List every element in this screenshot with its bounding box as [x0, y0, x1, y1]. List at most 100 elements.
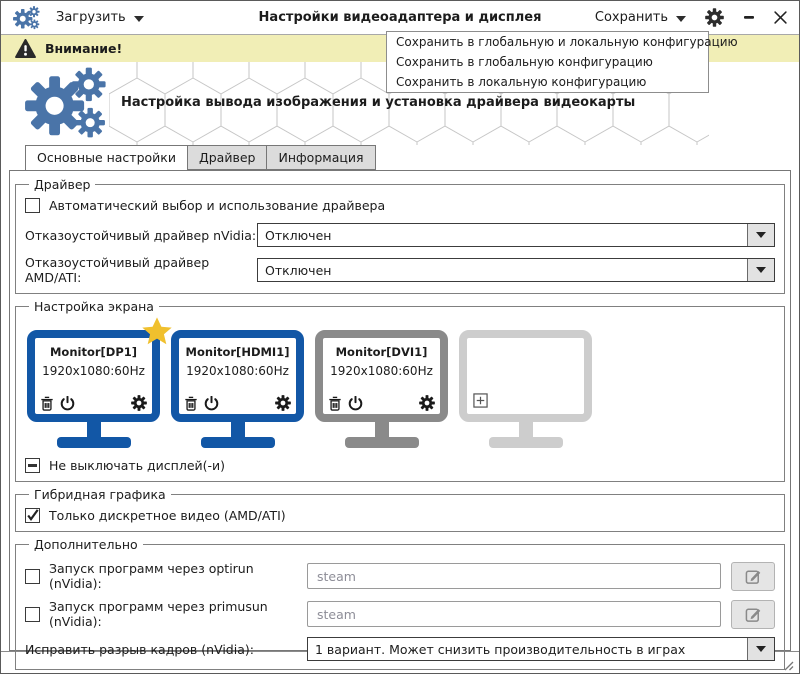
primusun-edit-button[interactable] [731, 599, 775, 629]
driver-group-legend: Драйвер [34, 177, 91, 192]
monitor-stand [518, 422, 533, 437]
monitor-dp1[interactable]: Monitor[DP1] 1920x1080:60Hz [27, 317, 172, 448]
monitor-stand [86, 422, 101, 437]
screen-group: Настройка экрана Monitor[DP1] 1920x1080:… [15, 299, 785, 482]
monitor-hdmi1[interactable]: Monitor[HDMI1] 1920x1080:60Hz [171, 330, 304, 448]
trash-icon[interactable] [40, 396, 54, 411]
gear-icon[interactable] [419, 395, 435, 411]
monitor-name: Monitor[HDMI1] [185, 345, 290, 359]
optirun-checkbox[interactable]: Запуск программ через optirun (nVidia): [25, 561, 307, 591]
tab-main-settings[interactable]: Основные настройки [25, 145, 188, 171]
hybrid-group: Гибридная графика Только дискретное виде… [15, 487, 785, 532]
primusun-input[interactable] [307, 601, 721, 627]
titlebar: Загрузить Настройки видеоадаптера и дисп… [1, 1, 799, 35]
tearing-fix-value: 1 вариант. Может снизить производительно… [315, 642, 686, 657]
monitor-stand [230, 422, 245, 437]
monitor-empty-slot[interactable] [459, 330, 592, 448]
add-monitor-plus-icon[interactable] [473, 393, 488, 408]
trash-icon[interactable] [328, 396, 342, 411]
amd-failsafe-label: Отказоустойчивый драйвер AMD/ATI: [25, 255, 210, 285]
gears-logo [23, 67, 109, 144]
dropdown-arrow-button[interactable] [747, 224, 774, 246]
warning-text: Внимание! [45, 41, 123, 56]
gear-icon[interactable] [275, 395, 291, 411]
titlebar-right: Сохранить [595, 8, 787, 27]
tearing-fix-label: Исправить разрыв кадров (nVidia): [25, 641, 254, 657]
monitor-mode: 1920x1080:60Hz [42, 364, 145, 378]
checkbox-box [25, 606, 40, 622]
menu-item-save-global[interactable]: Сохранить в глобальную конфигурацию [396, 55, 653, 69]
load-button-label: Загрузить [56, 10, 126, 25]
nvidia-failsafe-select[interactable]: Отключен [257, 223, 775, 247]
discrete-only-checkbox[interactable]: Только дискретное видео (AMD/ATI) [25, 508, 775, 523]
menu-item-save-global-and-local[interactable]: Сохранить в глобальную и локальную конфи… [396, 35, 738, 49]
discrete-only-label: Только дискретное видео (AMD/ATI) [49, 508, 286, 523]
save-button[interactable]: Сохранить [595, 10, 686, 25]
save-button-label: Сохранить [594, 10, 668, 25]
close-button[interactable] [774, 11, 787, 24]
menu-item-save-local[interactable]: Сохранить в локальную конфигурацию [396, 75, 647, 89]
chevron-down-icon [133, 15, 144, 22]
nvidia-failsafe-value: Отключен [265, 228, 332, 243]
checkbox-box-indeterminate [25, 458, 40, 473]
driver-group: Драйвер Автоматический выбор и использов… [15, 177, 785, 294]
app-logo-icon [13, 6, 40, 30]
primary-star-icon [141, 316, 173, 352]
gear-icon[interactable] [131, 395, 147, 411]
chevron-down-icon [756, 646, 766, 652]
primusun-label: Запуск программ через primusun (nVidia): [49, 599, 268, 629]
checkbox-box [25, 568, 40, 584]
monitor-screen: Monitor[DVI1] 1920x1080:60Hz [315, 330, 448, 422]
keep-displays-on-checkbox[interactable]: Не выключать дисплей(-и) [25, 458, 775, 473]
pencil-icon [745, 568, 762, 585]
monitor-stand [374, 422, 389, 437]
chevron-down-icon [756, 232, 766, 238]
monitor-name: Monitor[DP1] [49, 345, 138, 359]
monitor-base [344, 437, 419, 448]
optirun-edit-button[interactable] [731, 561, 775, 591]
checkbox-box [25, 198, 40, 213]
monitor-name: Monitor[DVI1] [335, 345, 428, 359]
tearing-fix-select[interactable]: 1 вариант. Может снизить производительно… [307, 637, 775, 661]
load-button[interactable]: Загрузить [56, 10, 144, 25]
tab-information[interactable]: Информация [266, 145, 376, 170]
tab-bar: Основные настройки Драйвер Информация [1, 145, 799, 171]
dropdown-arrow-button[interactable] [747, 638, 774, 660]
monitor-dvi1[interactable]: Monitor[DVI1] 1920x1080:60Hz [315, 330, 448, 448]
monitor-base [56, 437, 131, 448]
auto-driver-label: Автоматический выбор и использование дра… [49, 198, 386, 213]
monitor-mode: 1920x1080:60Hz [186, 364, 289, 378]
settings-gear-button[interactable] [705, 8, 724, 27]
save-dropdown-menu: Сохранить в глобальную и локальную конфи… [386, 31, 738, 93]
optirun-input[interactable] [307, 563, 721, 589]
minimize-button[interactable] [743, 12, 755, 24]
power-icon[interactable] [60, 395, 75, 411]
monitor-base [200, 437, 275, 448]
hybrid-group-legend: Гибридная графика [34, 487, 166, 502]
monitor-screen: Monitor[HDMI1] 1920x1080:60Hz [171, 330, 304, 422]
monitor-mode: 1920x1080:60Hz [330, 364, 433, 378]
monitor-row: Monitor[DP1] 1920x1080:60Hz [25, 317, 775, 448]
monitor-screen: Monitor[DP1] 1920x1080:60Hz [27, 330, 160, 422]
tab-driver[interactable]: Драйвер [186, 145, 268, 170]
resize-grip[interactable] [781, 658, 795, 672]
dropdown-arrow-button[interactable] [747, 259, 774, 281]
page-subtitle: Настройка вывода изображения и установка… [121, 95, 636, 110]
extra-group: Дополнительно Запуск программ через opti… [15, 537, 785, 670]
screen-group-legend: Настройка экрана [34, 299, 154, 314]
amd-failsafe-select[interactable]: Отключен [257, 258, 775, 282]
optirun-label: Запуск программ через optirun (nVidia): [49, 561, 254, 591]
power-icon[interactable] [348, 395, 363, 411]
extra-group-legend: Дополнительно [34, 537, 138, 552]
monitor-screen [459, 330, 592, 422]
chevron-down-icon [756, 267, 766, 273]
chevron-down-icon [676, 15, 686, 22]
primusun-checkbox[interactable]: Запуск программ через primusun (nVidia): [25, 599, 307, 629]
power-icon[interactable] [204, 395, 219, 411]
amd-failsafe-value: Отключен [265, 263, 332, 278]
monitor-base [488, 437, 563, 448]
warning-triangle-icon [15, 39, 36, 58]
nvidia-failsafe-label: Отказоустойчивый драйвер nVidia: [25, 227, 257, 243]
trash-icon[interactable] [184, 396, 198, 411]
auto-driver-checkbox[interactable]: Автоматический выбор и использование дра… [25, 198, 775, 213]
